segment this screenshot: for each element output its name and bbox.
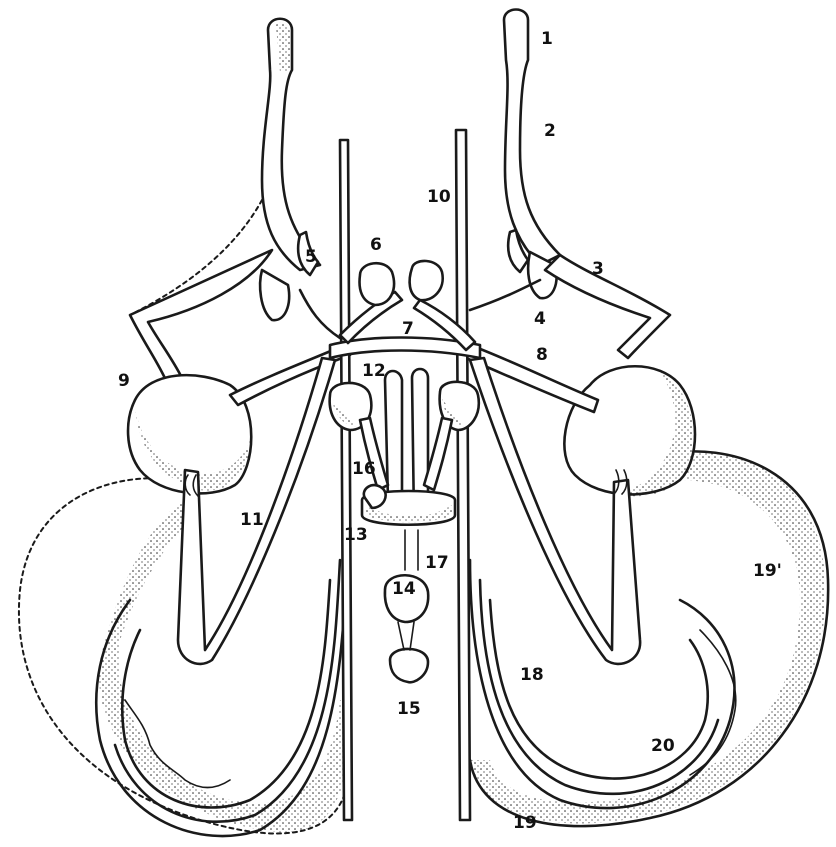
label-14: 14 [392,579,416,599]
label-12: 12 [362,361,386,381]
label-15: 15 [397,699,421,719]
label-19-prime: 19' [753,561,782,581]
label-16: 16 [352,459,376,479]
label-17: 17 [425,553,449,573]
label-8: 8 [536,345,548,365]
left-upper-stalk [260,19,320,320]
label-2: 2 [544,121,556,141]
left-frame [130,200,340,385]
right-upper-stalk [504,10,560,299]
label-19: 19 [513,813,537,833]
label-1: 1 [541,29,553,49]
label-9: 9 [118,371,130,391]
label-20: 20 [651,736,675,756]
right-frame [470,255,670,358]
central-ovals-12 [330,382,479,430]
label-13: 13 [344,525,368,545]
central-bulbs-14-15 [385,530,428,682]
label-3: 3 [592,259,604,279]
central-band-16 [362,485,455,525]
label-5: 5 [305,247,317,267]
label-4: 4 [534,309,546,329]
label-6: 6 [370,235,382,255]
label-11: 11 [240,510,264,530]
label-18: 18 [520,665,544,685]
label-7: 7 [402,319,414,339]
label-10: 10 [427,187,451,207]
